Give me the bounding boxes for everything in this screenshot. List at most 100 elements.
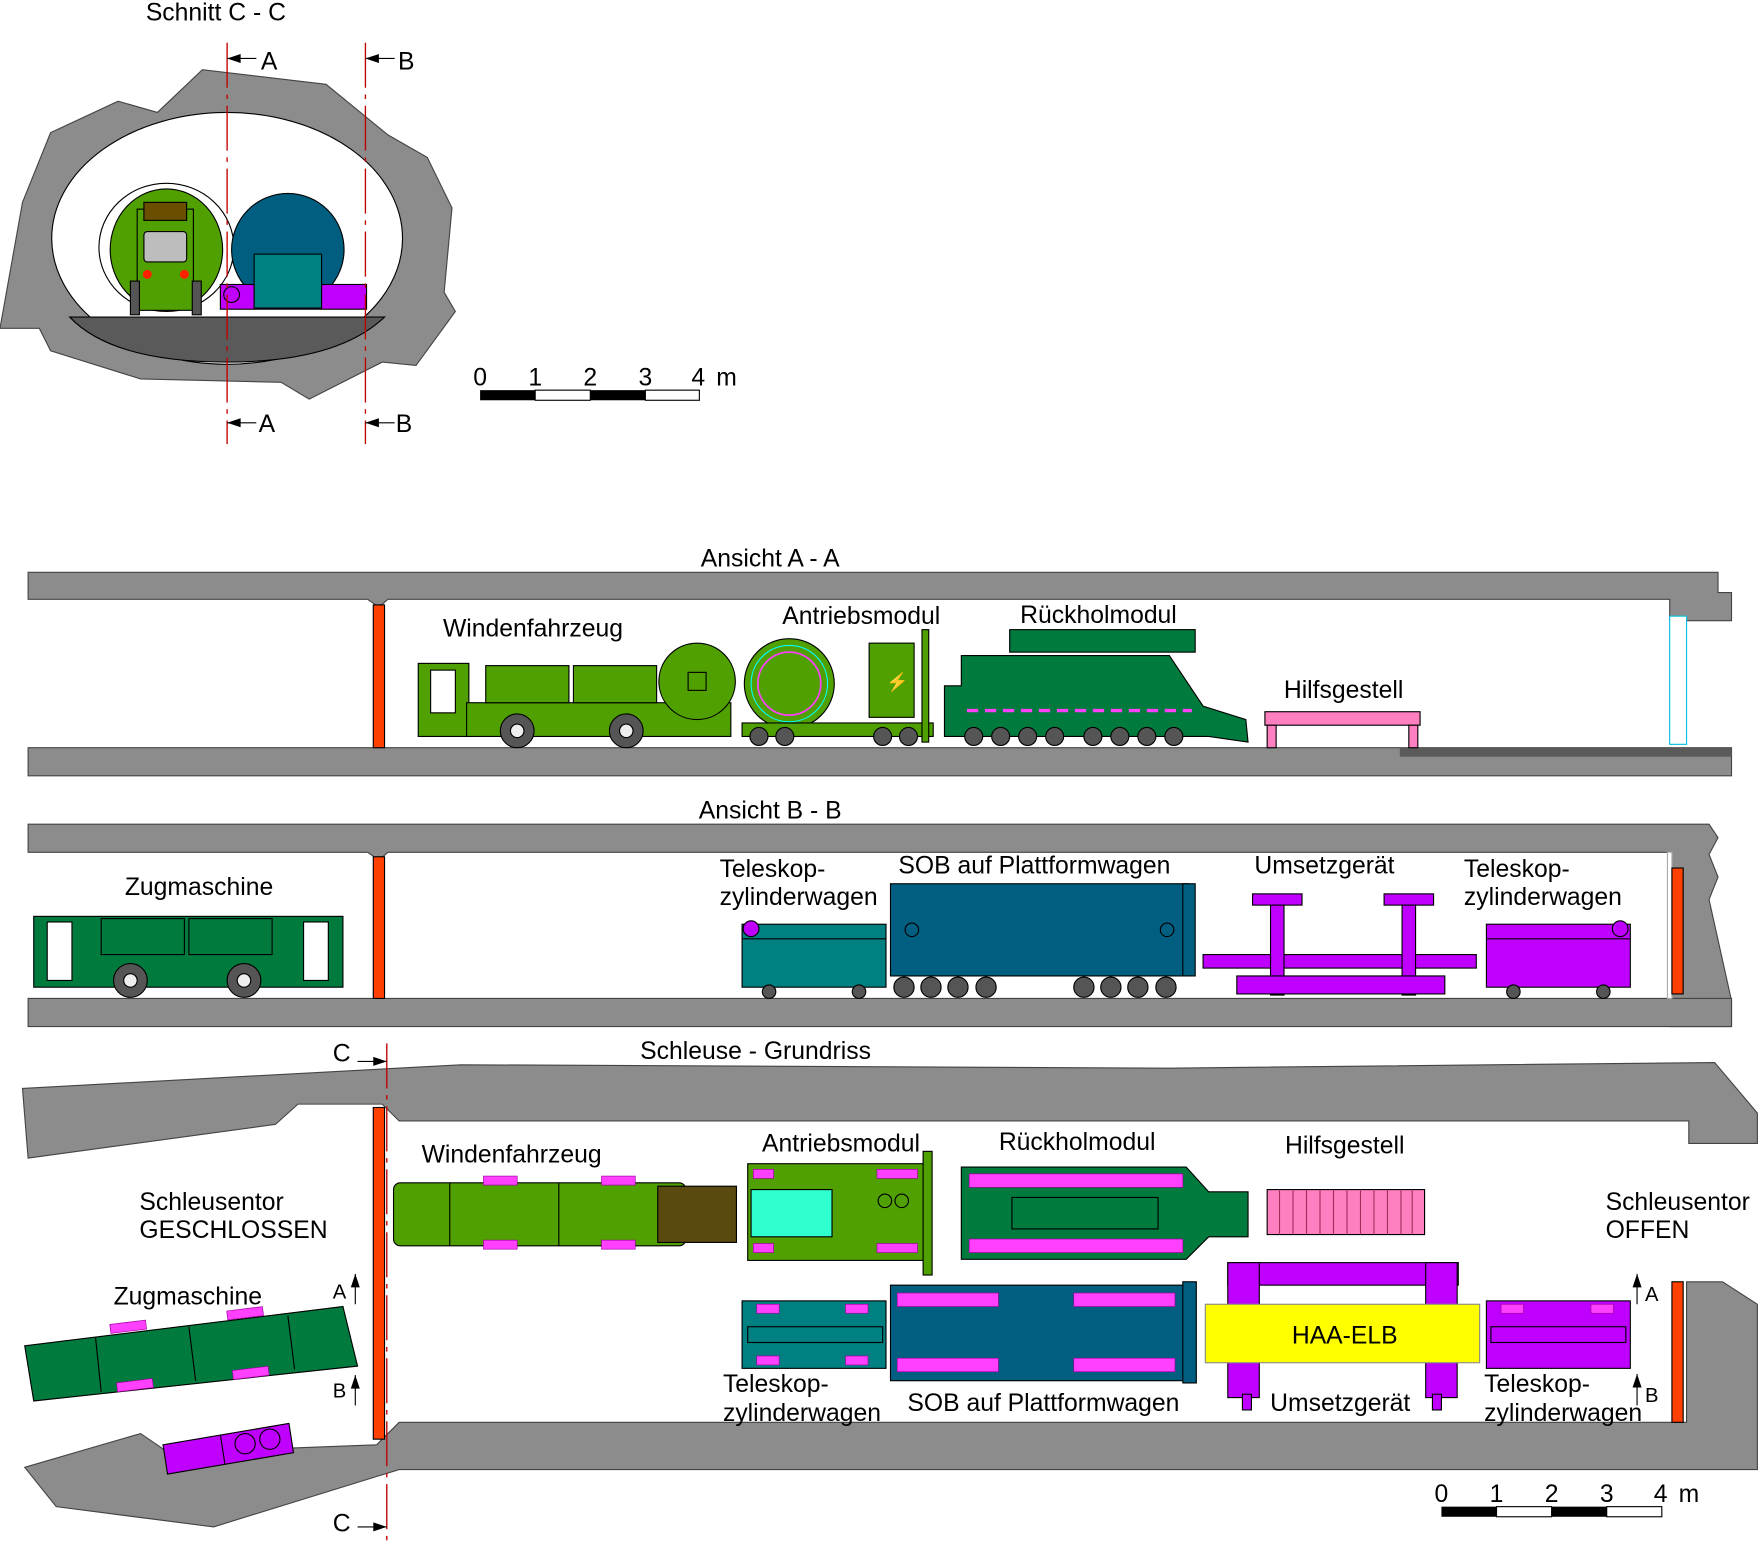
lock-gate-open bbox=[1671, 1281, 1684, 1423]
ceiling bbox=[27, 571, 1733, 622]
section-marker-a-right: A bbox=[1632, 1273, 1659, 1306]
label-haa-elb: HAA-ELB bbox=[1292, 1323, 1398, 1350]
lock-gate-open bbox=[1669, 615, 1688, 745]
section-marker-a-left: A bbox=[333, 1273, 360, 1305]
scale-label: 3 bbox=[1600, 1481, 1614, 1508]
auxiliary-frame-side bbox=[1264, 711, 1421, 749]
marker-label: A bbox=[333, 1282, 347, 1304]
winch-grille bbox=[143, 201, 188, 221]
section-marker-c-top: C bbox=[333, 1040, 387, 1067]
section-marker-b-left: B bbox=[333, 1375, 360, 1406]
label-sob-platform: SOB auf Plattformwagen bbox=[907, 1390, 1179, 1417]
scale-label: 4 bbox=[691, 365, 705, 392]
scale-label: 4 bbox=[1654, 1481, 1668, 1508]
lock-gate-closed bbox=[372, 604, 386, 749]
plan-view: Schleuse - Grundriss C C A B A B bbox=[21, 1038, 1758, 1544]
marker-label: C bbox=[333, 1510, 351, 1537]
scale-bar-bottom: 0 1 2 3 4 m bbox=[1435, 1481, 1700, 1518]
label-gate-closed: Schleusentor bbox=[139, 1189, 283, 1216]
scale-label: 2 bbox=[1545, 1481, 1559, 1508]
section-marker-b-top: B bbox=[365, 49, 415, 76]
label-telescope-wagon-1: Teleskop- bbox=[720, 856, 826, 883]
telescope-wagon-1-side bbox=[741, 920, 887, 999]
wall-edge bbox=[1666, 851, 1673, 999]
label-winch-vehicle: Windenfahrzeug bbox=[443, 615, 623, 642]
label-auxiliary-frame: Hilfsgestell bbox=[1285, 1133, 1405, 1160]
label-telescope-wagon-2: Teleskop- bbox=[1464, 856, 1570, 883]
view-bb: Ansicht B - B bbox=[27, 798, 1733, 1028]
label-retrieval-module: Rückholmodul bbox=[1020, 602, 1177, 629]
scale-label: 0 bbox=[1435, 1481, 1449, 1508]
lock-gate-open bbox=[1671, 867, 1684, 995]
label-retrieval-module: Rückholmodul bbox=[999, 1129, 1156, 1156]
label-telescope-wagon-2: zylinderwagen bbox=[1484, 1400, 1642, 1427]
label-sob-platform: SOB auf Plattformwagen bbox=[898, 853, 1170, 880]
lock-gate-closed bbox=[372, 856, 386, 999]
label-winch-vehicle: Windenfahrzeug bbox=[422, 1142, 602, 1169]
marker-label: B bbox=[396, 411, 413, 438]
section-cc: Schnitt C - C A B A bbox=[0, 0, 737, 445]
winch-vehicle-plan bbox=[392, 1175, 738, 1250]
scale-label: 1 bbox=[1490, 1481, 1504, 1508]
label-telescope-wagon-2: zylinderwagen bbox=[1464, 884, 1622, 911]
label-auxiliary-frame: Hilfsgestell bbox=[1284, 677, 1404, 704]
drive-module-side: ⚡ bbox=[741, 629, 934, 747]
label-telescope-wagon-1: zylinderwagen bbox=[723, 1400, 881, 1427]
wheel-icon bbox=[223, 286, 241, 304]
plan-title: Schleuse - Grundriss bbox=[640, 1038, 871, 1065]
sob-platform-wagon-side bbox=[889, 883, 1196, 998]
winch-window bbox=[143, 231, 188, 263]
wheel-icon bbox=[129, 280, 140, 316]
section-marker-b-bottom: B bbox=[365, 411, 412, 438]
scale-unit: m bbox=[1679, 1481, 1700, 1508]
marker-label: A bbox=[261, 49, 278, 76]
retrieval-module-side bbox=[943, 629, 1249, 747]
winch-vehicle-side bbox=[417, 642, 736, 749]
lightning-icon: ⚡ bbox=[886, 671, 908, 693]
tail-light-icon bbox=[179, 269, 189, 279]
retrieval-module-plan bbox=[960, 1166, 1249, 1260]
marker-label: A bbox=[1645, 1284, 1659, 1306]
telescope-wagon-2-plan bbox=[1485, 1300, 1631, 1369]
marker-label: B bbox=[398, 49, 415, 76]
label-telescope-wagon-2: Teleskop- bbox=[1484, 1371, 1590, 1398]
label-transfer-device: Umsetzgerät bbox=[1270, 1390, 1410, 1417]
tractor-side bbox=[33, 915, 344, 998]
scale-bar-top: 0 1 2 3 4 m bbox=[473, 365, 737, 401]
tractor-plan bbox=[24, 1305, 359, 1402]
scale-label: 3 bbox=[639, 365, 653, 392]
section-marker-c-bottom: C bbox=[333, 1510, 387, 1537]
telescope-wagon-1-plan bbox=[741, 1300, 887, 1369]
scale-label: 0 bbox=[473, 365, 487, 392]
tail-light-icon bbox=[142, 269, 152, 279]
label-telescope-wagon-1: zylinderwagen bbox=[720, 884, 878, 911]
sob-platform-wagon-plan bbox=[889, 1281, 1197, 1384]
marker-label: B bbox=[333, 1381, 347, 1403]
lock-gate-closed bbox=[372, 1106, 386, 1440]
tunnel-wall-upper bbox=[21, 1061, 1758, 1159]
scale-label: 2 bbox=[583, 365, 597, 392]
marker-label: B bbox=[1645, 1385, 1659, 1407]
wheel-icon bbox=[191, 280, 202, 316]
haa-elb-cask bbox=[1204, 1303, 1481, 1364]
label-tractor: Zugmaschine bbox=[114, 1283, 262, 1310]
section-cc-title: Schnitt C - C bbox=[146, 0, 286, 26]
scale-unit: m bbox=[716, 365, 737, 392]
marker-label: A bbox=[259, 411, 276, 438]
scale-label: 1 bbox=[528, 365, 542, 392]
marker-label: C bbox=[333, 1040, 351, 1067]
section-marker-a-bottom: A bbox=[227, 411, 276, 438]
label-gate-closed: GESCHLOSSEN bbox=[139, 1217, 327, 1244]
label-transfer-device: Umsetzgerät bbox=[1254, 853, 1394, 880]
view-bb-title: Ansicht B - B bbox=[699, 798, 842, 825]
section-marker-a-top: A bbox=[227, 49, 278, 76]
telescope-wagon-2-side bbox=[1485, 920, 1631, 999]
spare-module-plan bbox=[162, 1422, 295, 1475]
label-tractor: Zugmaschine bbox=[125, 874, 273, 901]
floor bbox=[27, 997, 1733, 1028]
drive-module-plan bbox=[747, 1150, 933, 1276]
auxiliary-frame-plan bbox=[1266, 1189, 1426, 1236]
label-drive-module: Antriebsmodul bbox=[762, 1130, 920, 1157]
